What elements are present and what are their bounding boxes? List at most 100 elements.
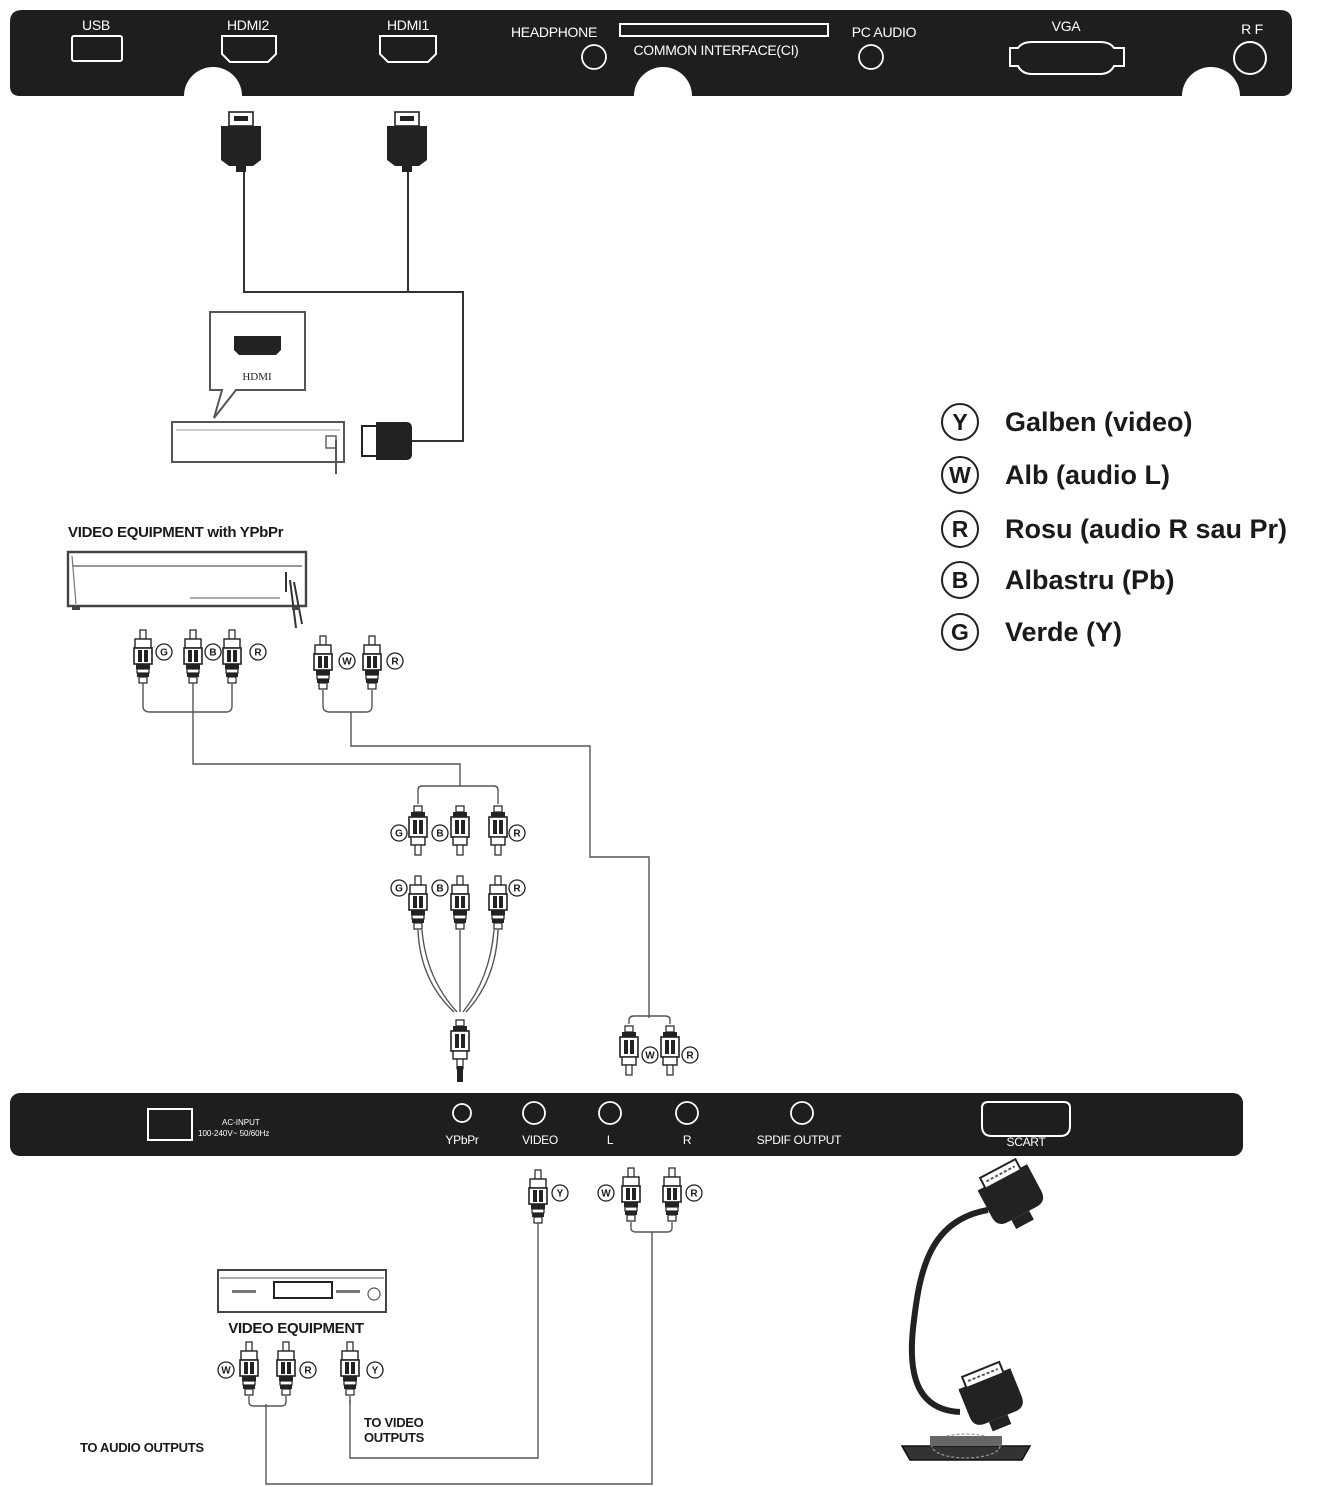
badge-ring	[597, 1184, 615, 1202]
badge-g: G	[390, 824, 408, 842]
legend-letter: Y	[952, 409, 967, 435]
ac-input-port[interactable]: AC-INPUT 100-240V~ 50/60Hz	[147, 1108, 269, 1141]
scart-plug-top	[977, 1157, 1044, 1229]
badge-b: B	[431, 824, 449, 842]
spdif-output-label: SPDIF OUTPUT	[757, 1133, 842, 1147]
ypbpr-y-cable	[417, 929, 499, 1082]
badge-r: R	[508, 879, 526, 897]
badge-letter: R	[391, 657, 399, 668]
legend-label: Verde (Y)	[1005, 617, 1122, 647]
pc-audio-label: PC AUDIO	[852, 24, 917, 40]
badge-w: W	[217, 1361, 235, 1379]
ypbpr-port[interactable]: YPbPr	[445, 1103, 479, 1147]
badge-y: Y	[366, 1361, 384, 1379]
badge-w: W	[597, 1184, 615, 1202]
scart-label: SCART	[1007, 1135, 1047, 1149]
to-video-outputs-label-2: OUTPUTS	[364, 1430, 425, 1445]
badge-ring	[217, 1361, 235, 1379]
badge-ring	[249, 643, 267, 661]
audio-r-label: R	[683, 1133, 692, 1147]
badge-r: R	[299, 1361, 317, 1379]
ypbpr-cables	[142, 683, 650, 1018]
ac-input-label: AC-INPUT	[222, 1118, 260, 1127]
component-plugs-lower	[408, 875, 508, 930]
common-interface-slot[interactable]: COMMON INTERFACE(CI)	[619, 23, 829, 58]
badge-letter: W	[221, 1366, 231, 1377]
component-plugs-upper	[408, 805, 508, 856]
hdmi-source-plug	[376, 422, 412, 460]
badge-letter: Y	[372, 1366, 379, 1377]
ypbpr-label: YPbPr	[445, 1133, 478, 1147]
spdif-output-port[interactable]: SPDIF OUTPUT	[757, 1101, 842, 1147]
ac-input-voltage: 100-240V~ 50/60Hz	[198, 1129, 269, 1138]
hdmi2-port[interactable]: HDMI2	[221, 17, 277, 63]
badge-letter: R	[690, 1189, 698, 1200]
badge-letter: G	[395, 829, 403, 840]
legend-letter: G	[951, 619, 969, 645]
badge-r: R	[508, 824, 526, 842]
video-port[interactable]: VIDEO	[522, 1101, 558, 1147]
badge-ring	[386, 652, 404, 670]
badge-letter: R	[513, 829, 521, 840]
badge-ring	[431, 879, 449, 897]
badge-ring	[390, 824, 408, 842]
badge-g: G	[390, 879, 408, 897]
vga-port[interactable]: VGA	[1009, 18, 1125, 75]
badge-letter: B	[436, 829, 443, 840]
hdmi1-port[interactable]: HDMI1	[379, 17, 437, 63]
badge-ring	[508, 879, 526, 897]
badge-letter: R	[304, 1366, 312, 1377]
scart-cable	[900, 1157, 1044, 1461]
usb-label: USB	[82, 17, 110, 33]
hdmi-cables	[220, 111, 464, 442]
ypbpr-equipment-title: VIDEO EQUIPMENT with YPbPr	[68, 524, 284, 541]
scart-port[interactable]: SCART	[981, 1101, 1071, 1149]
pc-audio-port[interactable]: PC AUDIO	[852, 24, 917, 70]
badge-y: Y	[551, 1184, 569, 1202]
audio-l-port[interactable]: L	[598, 1101, 622, 1147]
video-equipment-title: VIDEO EQUIPMENT	[228, 1320, 364, 1337]
headphone-port[interactable]: HEADPHONE	[511, 24, 607, 70]
legend-label: Galben (video)	[1005, 407, 1193, 437]
vga-label: VGA	[1052, 18, 1082, 34]
legend-label: Alb (audio L)	[1005, 460, 1170, 490]
badge-ring	[685, 1184, 703, 1202]
scart-plug-bottom	[958, 1360, 1023, 1432]
plugs-below-panel	[265, 1167, 682, 1485]
badge-g: G	[155, 643, 173, 661]
scart-device	[900, 1433, 1032, 1461]
headphone-label: HEADPHONE	[511, 24, 597, 40]
bottom-panel-body	[10, 1093, 1243, 1156]
badge-ring	[366, 1361, 384, 1379]
to-audio-outputs-label: TO AUDIO OUTPUTS	[80, 1440, 204, 1455]
legend-circle	[941, 403, 979, 441]
badge-letter: W	[601, 1189, 611, 1200]
hdmi-source-plug-tip	[361, 425, 379, 457]
video-label: VIDEO	[522, 1133, 558, 1147]
badge-b: B	[204, 643, 222, 661]
hdmi-callout-bubble	[209, 311, 306, 419]
legend-letter: B	[952, 567, 969, 593]
badge-ring	[551, 1184, 569, 1202]
hdmi1-plug	[386, 111, 428, 173]
audio-r-port[interactable]: R	[675, 1101, 699, 1147]
rf-port[interactable]: R F	[1233, 21, 1267, 75]
badge-ring	[641, 1046, 659, 1064]
hdmi-source-box	[171, 421, 345, 463]
badge-letter: B	[436, 884, 443, 895]
badge-letter: Y	[557, 1189, 564, 1200]
hdmi-callout-icon	[234, 336, 281, 355]
usb-port[interactable]: USB	[71, 17, 123, 62]
badge-letter: R	[254, 648, 262, 659]
hdmi-callout-label: HDMI	[242, 371, 272, 383]
badge-r: R	[386, 652, 404, 670]
badge-w: W	[338, 652, 356, 670]
legend-label: Albastru (Pb)	[1005, 565, 1175, 595]
badge-letter: G	[395, 884, 403, 895]
badge-r: R	[249, 643, 267, 661]
legend-circle	[941, 613, 979, 651]
